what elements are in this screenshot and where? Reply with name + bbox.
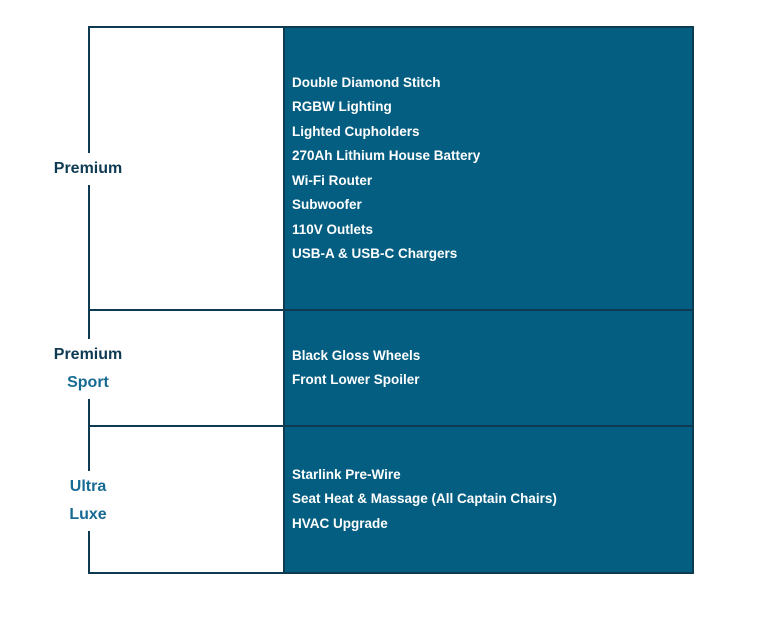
features-cell: Double Diamond Stitch RGBW Lighting Ligh… bbox=[285, 26, 694, 311]
tier-label-line: Luxe bbox=[69, 505, 107, 523]
table-row-premium: Double Diamond Stitch RGBW Lighting Ligh… bbox=[88, 26, 694, 311]
features-cell: Starlink Pre-Wire Seat Heat & Massage (A… bbox=[285, 427, 694, 574]
feature-item: Front Lower Spoiler bbox=[292, 372, 420, 387]
feature-item: Black Gloss Wheels bbox=[292, 347, 421, 363]
tier-label-cell bbox=[88, 427, 285, 574]
feature-item: RGBW Lighting bbox=[292, 99, 392, 114]
tier-label-ultra-luxe: Ultra Luxe bbox=[64, 470, 112, 531]
features-cell: Black Gloss Wheels Front Lower Spoiler bbox=[285, 311, 694, 427]
feature-item: Lighted Cupholders bbox=[292, 123, 420, 139]
feature-item: 270Ah Lithium House Battery bbox=[292, 148, 481, 163]
tier-label-premium-sport: Premium Sport bbox=[48, 339, 128, 399]
tier-label-line: Premium bbox=[53, 346, 123, 363]
feature-item: HVAC Upgrade bbox=[292, 515, 388, 531]
tier-comparison-table: Double Diamond Stitch RGBW Lighting Ligh… bbox=[48, 26, 694, 574]
tier-label-line: Premium bbox=[53, 159, 123, 177]
feature-item: 110V Outlets bbox=[292, 221, 374, 237]
feature-item: Starlink Pre-Wire bbox=[292, 466, 401, 482]
feature-item: Wi-Fi Router bbox=[292, 172, 373, 188]
feature-item: Seat Heat & Massage (All Captain Chairs) bbox=[292, 491, 557, 507]
feature-item: Subwoofer bbox=[292, 197, 362, 212]
tier-label-line: Sport bbox=[67, 374, 109, 391]
table-row-premium-sport: Black Gloss Wheels Front Lower Spoiler bbox=[88, 311, 694, 427]
feature-item: USB-A & USB-C Chargers bbox=[292, 246, 458, 261]
feature-item: Double Diamond Stitch bbox=[292, 74, 441, 90]
tier-label-line: Ultra bbox=[69, 477, 107, 495]
table-row-ultra-luxe: Starlink Pre-Wire Seat Heat & Massage (A… bbox=[88, 427, 694, 574]
tier-label-premium: Premium bbox=[48, 152, 128, 185]
